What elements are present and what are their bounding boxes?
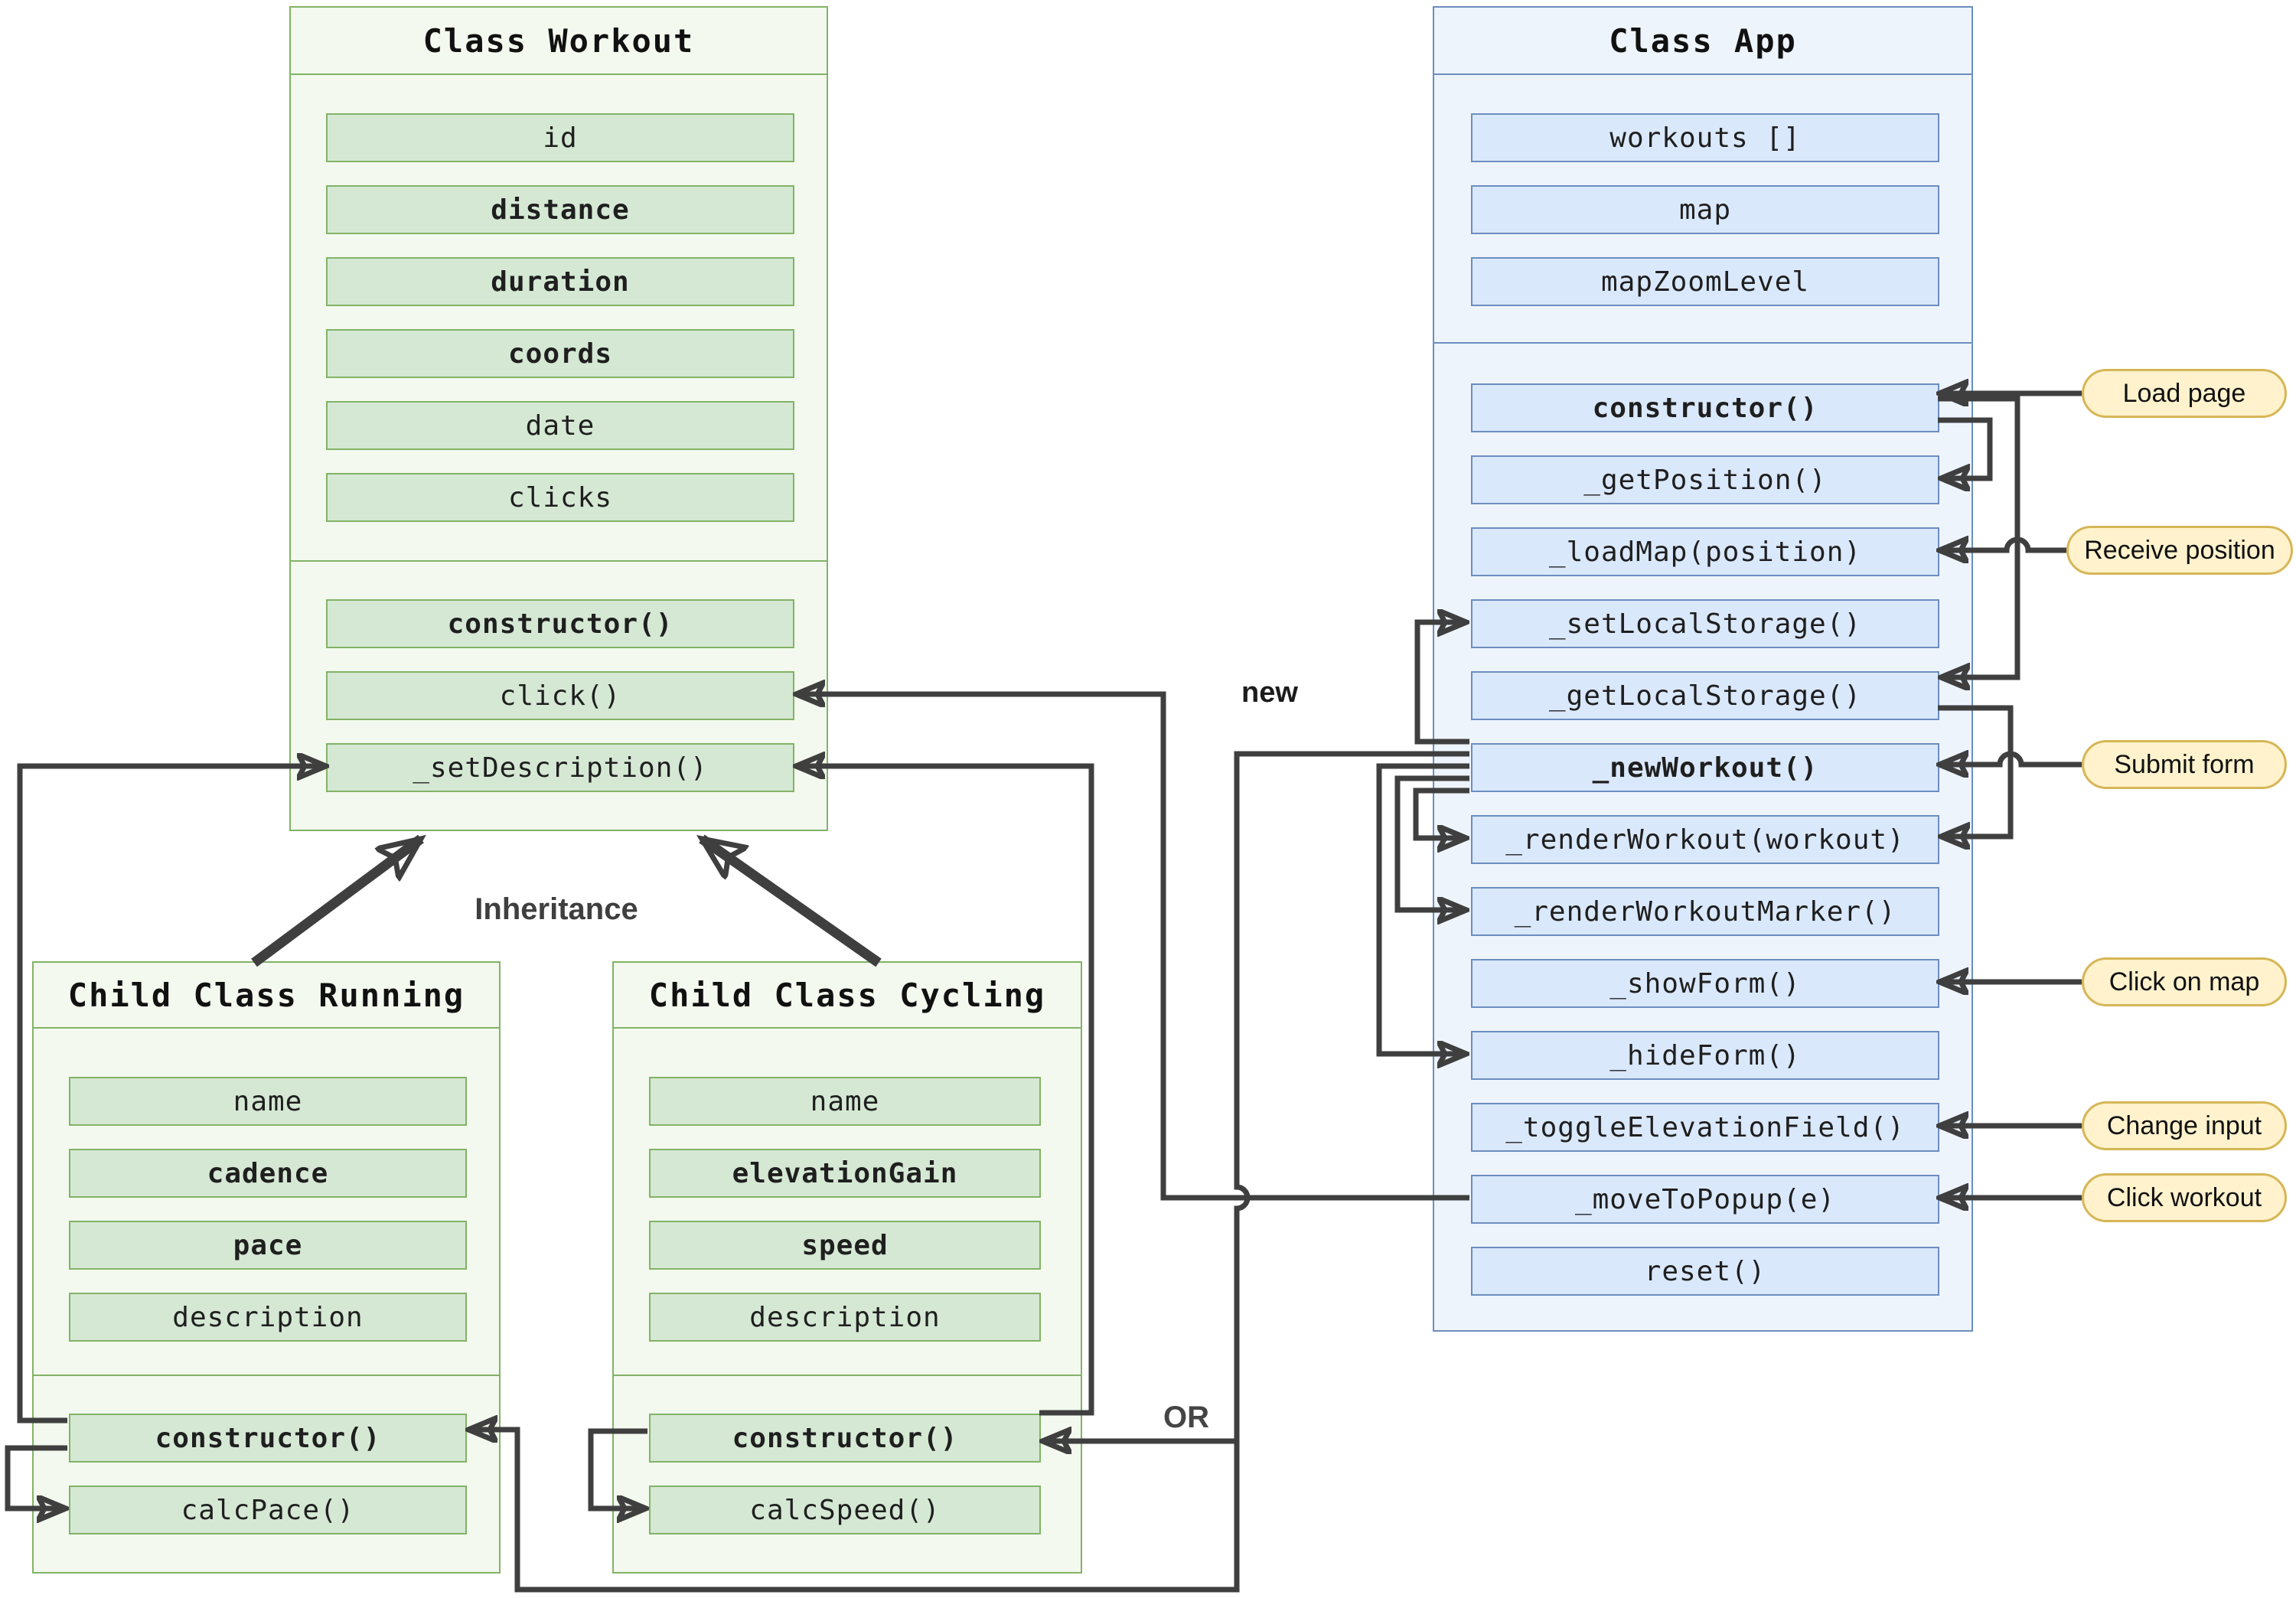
method-move-to-popup: _moveToPopup(e)	[1471, 1175, 1939, 1224]
method-calc-pace: calcPace()	[69, 1485, 467, 1534]
section-divider	[1434, 342, 1971, 344]
method-workout-constructor: constructor()	[326, 599, 794, 648]
method-load-map: _loadMap(position)	[1471, 527, 1939, 576]
section-divider	[291, 560, 827, 562]
method-click: click()	[326, 671, 794, 720]
field-name: name	[69, 1077, 467, 1126]
method-render-workout-marker: _renderWorkoutMarker()	[1471, 887, 1939, 936]
class-title-running: Child Class Running	[34, 963, 499, 1029]
field-distance: distance	[326, 185, 794, 234]
event-bubble-load-page: Load page	[2082, 369, 2287, 418]
class-title-cycling: Child Class Cycling	[614, 963, 1081, 1029]
or-label: OR	[1163, 1401, 1209, 1434]
event-bubble-receive-position: Receive position	[2066, 526, 2293, 575]
inheritance-arrow-running-to-workout	[251, 834, 421, 967]
method-set-local-storage: _setLocalStorage()	[1471, 599, 1939, 648]
field-pace: pace	[69, 1221, 467, 1270]
field-description: description	[69, 1293, 467, 1342]
method-new-workout: _newWorkout()	[1471, 743, 1939, 792]
field-elevation-gain: elevationGain	[649, 1149, 1041, 1198]
field-coords: coords	[326, 329, 794, 378]
method-get-position: _getPosition()	[1471, 455, 1939, 504]
method-cycling-constructor: constructor()	[649, 1414, 1041, 1463]
field-speed: speed	[649, 1221, 1041, 1270]
event-bubble-change-input: Change input	[2082, 1101, 2287, 1150]
field-map-zoom-level: mapZoomLevel	[1471, 257, 1939, 306]
class-box-app: Class App workouts [] map mapZoomLevel c…	[1433, 6, 1973, 1332]
method-render-workout: _renderWorkout(workout)	[1471, 815, 1939, 864]
method-reset: reset()	[1471, 1247, 1939, 1296]
class-box-cycling: Child Class Cycling name elevationGain s…	[612, 961, 1082, 1574]
field-map: map	[1471, 185, 1939, 234]
field-name: name	[649, 1077, 1041, 1126]
class-box-workout: Class Workout id distance duration coord…	[289, 6, 828, 831]
event-bubble-click-on-map: Click on map	[2082, 957, 2287, 1006]
field-workouts: workouts []	[1471, 113, 1939, 162]
method-get-local-storage: _getLocalStorage()	[1471, 671, 1939, 720]
method-running-constructor: constructor()	[69, 1414, 467, 1463]
inheritance-arrow-cycling-to-workout	[702, 834, 882, 967]
field-cadence: cadence	[69, 1149, 467, 1198]
method-set-description: _setDescription()	[326, 743, 794, 792]
inheritance-label: Inheritance	[475, 892, 638, 926]
field-duration: duration	[326, 257, 794, 306]
class-box-running: Child Class Running name cadence pace de…	[32, 961, 501, 1574]
field-id: id	[326, 113, 794, 162]
method-toggle-elevation-field: _toggleElevationField()	[1471, 1103, 1939, 1152]
field-clicks: clicks	[326, 473, 794, 522]
event-bubble-click-workout: Click workout	[2082, 1173, 2287, 1222]
section-divider	[614, 1375, 1081, 1376]
class-title-workout: Class Workout	[291, 8, 827, 75]
method-calc-speed: calcSpeed()	[649, 1485, 1041, 1534]
field-date: date	[326, 401, 794, 450]
method-app-constructor: constructor()	[1471, 383, 1939, 432]
class-title-app: Class App	[1434, 8, 1971, 75]
section-divider	[34, 1375, 499, 1376]
method-show-form: _showForm()	[1471, 959, 1939, 1008]
method-hide-form: _hideForm()	[1471, 1031, 1939, 1080]
field-description: description	[649, 1293, 1041, 1342]
new-keyword-label: new	[1241, 677, 1298, 709]
event-bubble-submit-form: Submit form	[2082, 740, 2287, 789]
